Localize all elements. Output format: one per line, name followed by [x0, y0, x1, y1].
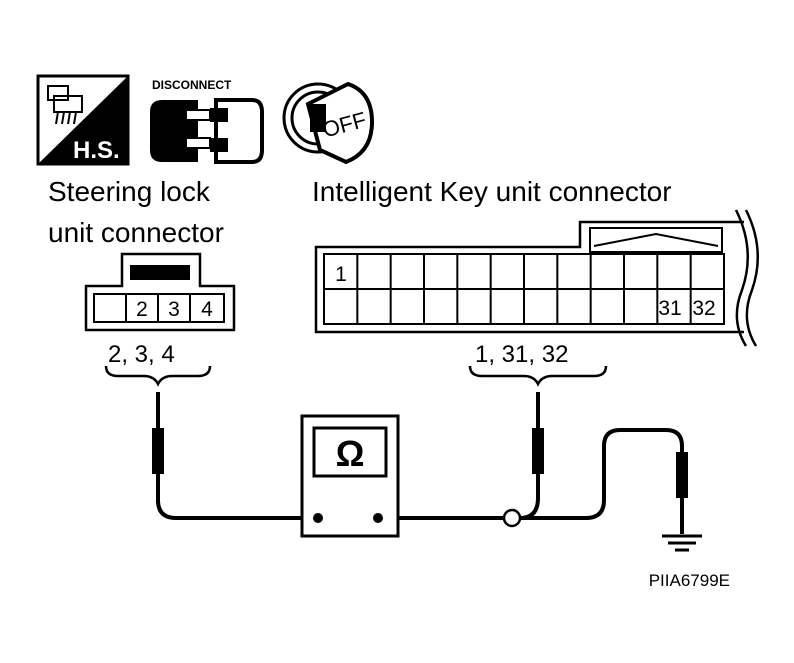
left-test-probe [152, 392, 164, 502]
harness-side-label: H.S. [73, 137, 120, 164]
pin-label: 2 [136, 298, 148, 321]
meter-terminal-right [373, 513, 383, 523]
steering-probe-brace [104, 365, 212, 387]
figure-code: PIIA6799E [649, 571, 730, 590]
steering-lock-connector: 2 3 4 [84, 252, 236, 332]
ohmmeter: Ω [300, 414, 400, 538]
steering-probe-pins-label: 2, 3, 4 [108, 341, 175, 368]
pin-label: 4 [201, 298, 213, 321]
meter-terminal-left [313, 513, 323, 523]
ground-probe [676, 452, 688, 534]
harness-side-icon: H.S. [36, 74, 130, 166]
right-probe-wire [519, 497, 540, 520]
pin-label: 32 [692, 297, 715, 320]
steering-connector-title-2: unit connector [48, 217, 224, 248]
ground-symbol-icon [662, 534, 702, 552]
ground-wire [520, 428, 684, 520]
pin-label: 31 [658, 297, 681, 320]
disconnect-label: DISCONNECT [152, 78, 232, 92]
ignition-key-off-icon: OFF [282, 81, 375, 165]
cavity-grid [356, 254, 692, 324]
pin-label: 1 [335, 263, 347, 286]
ikey-connector-title: Intelligent Key unit connector [312, 176, 672, 207]
ohm-symbol: Ω [336, 433, 365, 474]
left-probe-wire [156, 499, 318, 520]
disconnect-icon: DISCONNECT [150, 78, 264, 164]
steering-connector-title-1: Steering lock [48, 176, 211, 207]
right-test-probe [532, 392, 544, 500]
wire-junction [502, 508, 522, 528]
intelligent-key-connector: 1 31 32 [314, 209, 760, 347]
pin-label: 3 [168, 298, 180, 321]
ikey-probe-pins-label: 1, 31, 32 [475, 341, 568, 368]
ikey-probe-brace [468, 365, 608, 387]
